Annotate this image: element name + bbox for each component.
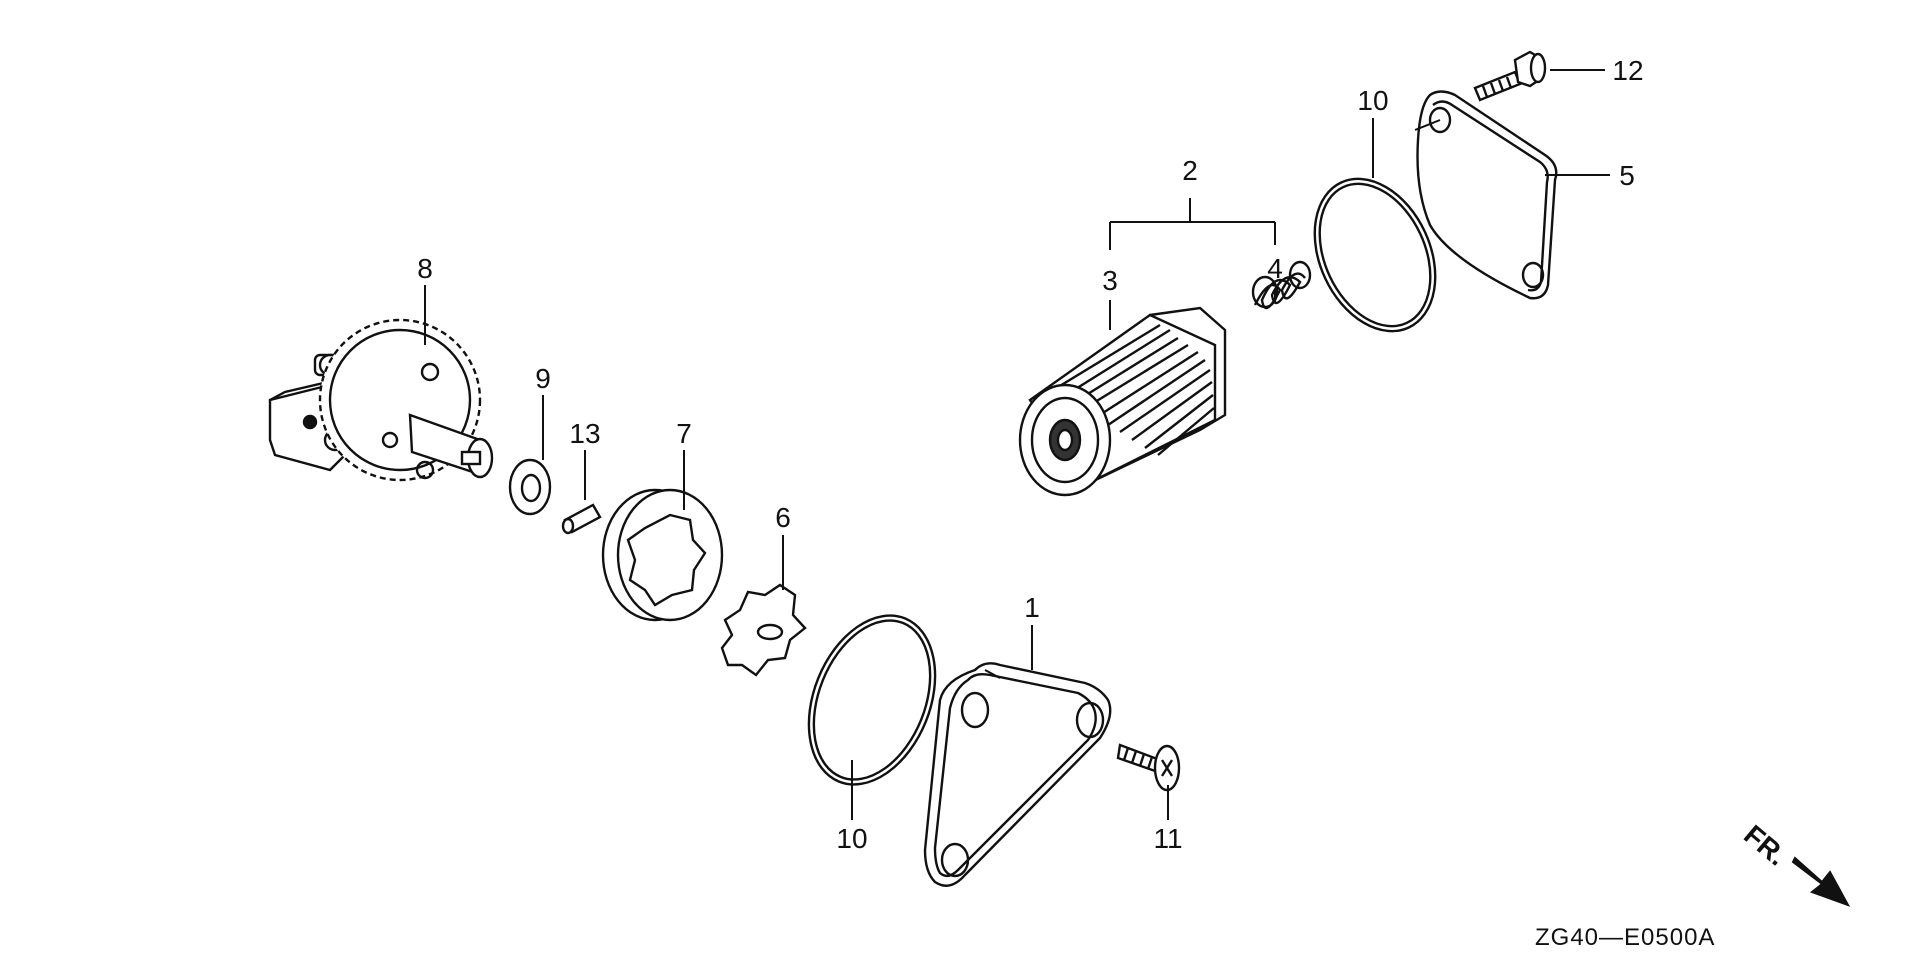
diagram-code: ZG40—E0500A: [1535, 924, 1715, 951]
part-11-screw: [1116, 743, 1181, 792]
callout-7: 7: [676, 418, 692, 449]
callout-10-upper: 10: [1357, 85, 1388, 116]
callout-10-lower: 10: [836, 823, 867, 854]
part-3-oil-filter: [1018, 306, 1227, 497]
callout-6: 6: [775, 502, 791, 533]
callout-3: 3: [1102, 265, 1118, 296]
callout-numbers: 8 9 13 7 6 1 10 11 2 3 4 10 5 12: [417, 55, 1643, 854]
leader-lines: [424, 69, 1610, 820]
callout-11: 11: [1153, 823, 1182, 854]
front-direction-indicator: FR.: [1738, 819, 1851, 907]
part-4-spring: [1251, 260, 1312, 310]
callout-5: 5: [1619, 160, 1635, 191]
direction-label: FR.: [1738, 819, 1792, 872]
part-5-cover-plate: [1416, 90, 1558, 300]
part-1-pump-cover: [923, 662, 1112, 887]
part-9-washer: [508, 458, 552, 516]
callout-9: 9: [535, 363, 551, 394]
part-13-pin: [561, 503, 602, 535]
callout-8: 8: [417, 253, 433, 284]
callout-12: 12: [1612, 55, 1643, 86]
part-10-o-ring-upper: [1313, 177, 1437, 333]
callout-1: 1: [1024, 592, 1040, 623]
part-10-o-ring-lower: [807, 614, 937, 786]
callout-2: 2: [1182, 155, 1198, 186]
part-8-gear-shaft-assembly: [268, 318, 494, 482]
callout-4: 4: [1267, 253, 1283, 284]
direction-arrow-icon: [1791, 856, 1851, 907]
part-12-bolt: [1473, 50, 1547, 102]
part-6-inner-rotor: [720, 583, 807, 677]
callout-13: 13: [569, 418, 600, 449]
part-7-outer-rotor: [601, 488, 724, 622]
